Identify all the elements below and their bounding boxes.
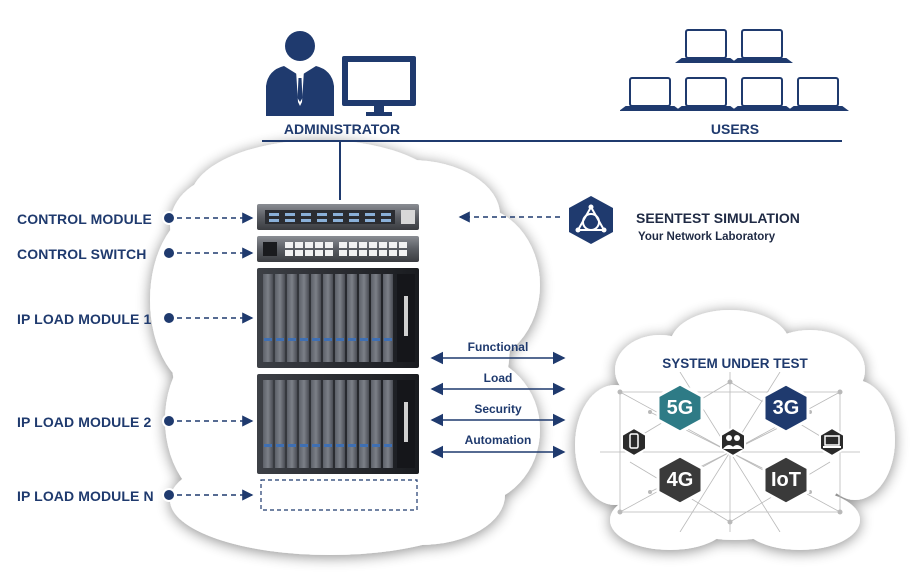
label-control-switch: CONTROL SWITCH bbox=[17, 246, 147, 262]
administrator-label: ADMINISTRATOR bbox=[283, 121, 401, 137]
pointer-ip-load-module-2 bbox=[162, 414, 254, 428]
sut-node-5g-label: 5G bbox=[666, 397, 694, 419]
sut-title: SYSTEM UNDER TEST bbox=[662, 356, 808, 371]
label-control-module: CONTROL MODULE bbox=[17, 211, 152, 227]
pointer-control-module bbox=[162, 211, 254, 225]
label-ip-load-module-1: IP LOAD MODULE 1 bbox=[17, 311, 152, 327]
simulation-subtitle: Your Network Laboratory bbox=[638, 231, 776, 243]
traffic-label-functional: Functional bbox=[467, 340, 529, 354]
sut-node-3g-label: 3G bbox=[772, 397, 800, 419]
simulation-title: SEENTEST SIMULATION bbox=[636, 210, 800, 226]
ip-load-module-1-chassis bbox=[257, 268, 419, 368]
laptop-icon bbox=[819, 426, 845, 458]
smartphone-icon bbox=[621, 426, 647, 458]
traffic-label-automation: Automation bbox=[464, 433, 532, 447]
user-group-icon bbox=[720, 426, 746, 458]
label-ip-load-module-n: IP LOAD MODULE N bbox=[17, 488, 154, 504]
pointer-ip-load-module-n bbox=[162, 488, 254, 502]
pointer-ip-load-module-1 bbox=[162, 311, 254, 325]
seentest-logo-icon bbox=[569, 196, 613, 244]
sut-node-iot bbox=[762, 454, 810, 506]
sut-node-4g-label: 4G bbox=[666, 469, 694, 491]
control-module-unit bbox=[257, 204, 419, 230]
control-switch-unit bbox=[257, 236, 419, 262]
administrator-icon bbox=[266, 31, 416, 116]
users-icon-group bbox=[620, 29, 849, 111]
label-ip-load-module-2: IP LOAD MODULE 2 bbox=[17, 414, 152, 430]
pointer-control-switch bbox=[162, 246, 254, 260]
equipment-rack bbox=[257, 204, 419, 511]
ip-load-module-2-chassis bbox=[257, 374, 419, 474]
header-rule bbox=[262, 140, 842, 200]
sut-node-4g bbox=[656, 454, 704, 506]
traffic-label-security: Security bbox=[474, 402, 522, 416]
sut-node-3g bbox=[762, 382, 810, 434]
sut-network-graph bbox=[600, 372, 860, 532]
sut-node-iot-label: IoT bbox=[771, 469, 801, 491]
sut-node-5g bbox=[656, 382, 704, 434]
ip-load-module-n-placeholder bbox=[260, 479, 418, 511]
traffic-label-load: Load bbox=[483, 371, 513, 385]
users-label: USERS bbox=[710, 121, 760, 137]
